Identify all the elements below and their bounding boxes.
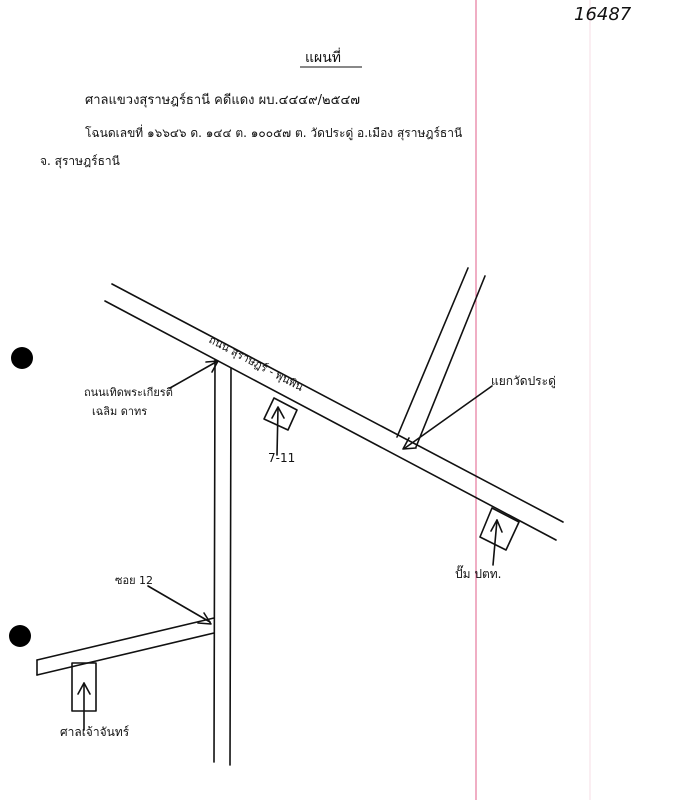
side-road-label-2: เฉลิม ดาทร xyxy=(92,405,147,418)
store-box xyxy=(263,397,298,431)
doc-number: 16487 xyxy=(574,4,632,25)
alley-arrowhead xyxy=(197,612,212,625)
side-road-label-1: ถนนเทิดพระเกียรติ xyxy=(84,386,173,399)
store-arrowhead xyxy=(271,406,285,419)
branch-road-right-edge xyxy=(415,275,486,448)
junction-label: แยกวัดประดู่ xyxy=(491,374,556,389)
side-road-left-edge xyxy=(213,359,216,763)
main-road-edge-bottom xyxy=(104,300,557,541)
court-line: ศาลแขวงสุราษฎร์ธานี คดีแดง ผบ.๔๔๔๙/๒๕๔๗ xyxy=(85,92,360,108)
junction-arrow xyxy=(404,385,493,449)
alley-label: ซอย 12 xyxy=(115,574,153,587)
store-arrow xyxy=(276,407,279,456)
alley-arrow xyxy=(147,585,211,623)
junction-arrowhead xyxy=(402,437,417,450)
station-arrow xyxy=(492,519,498,566)
station-label: ปั๊ม ปตท. xyxy=(455,565,501,581)
main-road-edge-top xyxy=(111,283,564,523)
shrine-label: ศาลเจ้าจันทร์ xyxy=(60,725,130,739)
side-road-arrow xyxy=(169,361,217,389)
side-road-right-edge xyxy=(229,367,232,766)
station-box xyxy=(479,507,520,551)
deed-line: โฉนดเลขที่ ๑๖๖๔๖ ด. ๑๔๔ ต. ๑๐๐๕๗ ต. วัดป… xyxy=(85,124,462,141)
punch-hole-top xyxy=(11,347,33,369)
store-label: 7-11 xyxy=(268,451,295,465)
shrine-arrowhead xyxy=(77,682,91,695)
branch-road-left-edge xyxy=(396,267,469,438)
lower-road-bottom-edge xyxy=(36,632,215,676)
province-line: จ. สุราษฎร์ธานี xyxy=(40,154,120,169)
lower-road-top-edge xyxy=(36,617,215,661)
main-road-label: ถนน สุราษฎร์ - พุนพิน xyxy=(207,333,306,394)
punch-hole-bottom xyxy=(9,625,31,647)
station-arrowhead xyxy=(490,519,503,533)
side-road-arrowhead xyxy=(205,360,219,373)
page-title: แผนที่ xyxy=(305,48,341,66)
